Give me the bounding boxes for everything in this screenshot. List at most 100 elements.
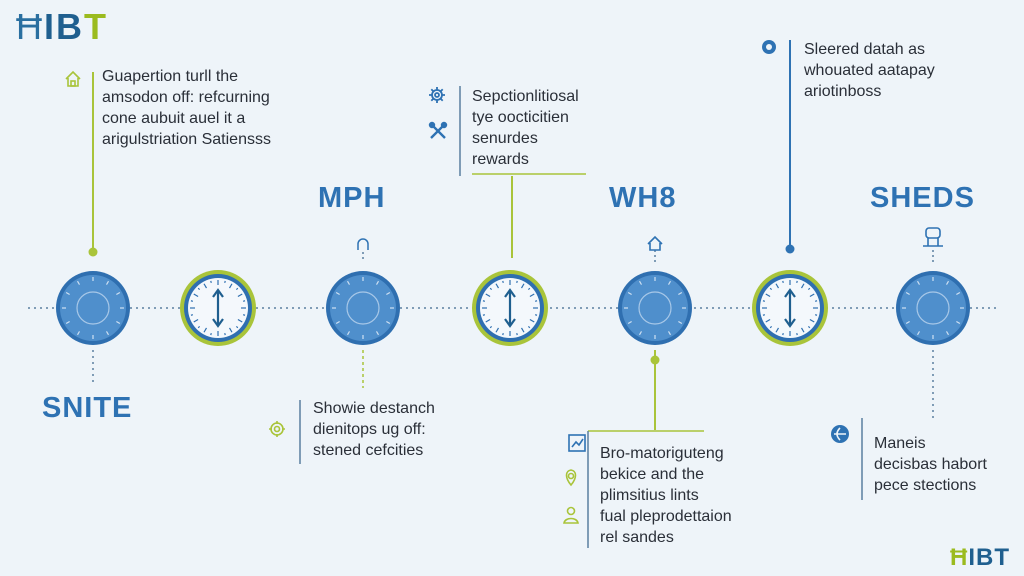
milestone-tick: [242, 314, 246, 316]
milestone-tick: [502, 280, 504, 284]
robot-icon: [923, 227, 943, 247]
milestone-tick: [516, 332, 518, 336]
connector-n3-dot: [785, 244, 795, 254]
milestone-tick: [796, 332, 798, 336]
brand-logo: ĦIBT: [16, 6, 108, 48]
gear-icon: [762, 40, 776, 54]
milestone-node: [896, 271, 970, 345]
milestone-tick: [485, 293, 491, 298]
milestone-tick: [800, 283, 805, 289]
milestone-tick: [529, 293, 535, 298]
milestone-tick: [762, 300, 766, 302]
milestone-tick: [375, 331, 380, 336]
milestone-arrow-down: [784, 318, 796, 328]
milestone-tick: [956, 291, 961, 296]
milestone-tick: [235, 325, 239, 329]
milestone-tick: [224, 280, 226, 284]
note-line: Bro-matoriguteng: [600, 445, 724, 462]
note-block-5: Bro-matoriguteng bekice and the plimsiti…: [600, 443, 732, 548]
milestone-tick: [809, 318, 815, 323]
milestone-tick: [193, 293, 199, 298]
note-line: Guapertion turll the: [102, 68, 239, 85]
milestone-tick: [489, 287, 493, 291]
note-line: tye oocticitien: [472, 109, 569, 126]
milestone-tick: [775, 283, 780, 289]
milestone-tick: [667, 280, 672, 285]
milestone-tick: [335, 320, 340, 325]
location-pin-icon: [565, 469, 577, 487]
milestone-inner-ring: [346, 291, 380, 325]
note-block-6: Maneis decisbas habort pece stections: [874, 433, 987, 496]
note-line: pece stections: [874, 477, 977, 494]
milestone-tick: [235, 287, 239, 291]
milestone-tick: [335, 291, 340, 296]
milestone-arrow-up: [784, 288, 796, 298]
milestone-tick: [765, 318, 771, 323]
milestone-tick: [76, 331, 81, 336]
milestone-node: [56, 271, 130, 345]
milestone-tick: [814, 314, 818, 316]
milestone-arrow-up: [504, 288, 516, 298]
globe-icon: [831, 425, 849, 443]
milestone-tick: [65, 291, 70, 296]
milestone-tick: [945, 331, 950, 336]
note-block-3: Sleered datah as whouated aatapay arioti…: [804, 39, 935, 102]
milestone-tick: [782, 280, 784, 284]
milestone-tick: [224, 332, 226, 336]
heading-mph: MPH: [318, 182, 386, 214]
milestone-tick: [769, 287, 773, 291]
note-line: dienitops ug off:: [313, 421, 426, 438]
heading-snite: SNITE: [42, 392, 133, 424]
milestone-tick: [678, 291, 683, 296]
milestone-tick: [916, 331, 921, 336]
note-line: Maneis: [874, 435, 926, 452]
milestone-tick: [782, 332, 784, 336]
footer-brand-prefix: Ħ: [949, 544, 969, 571]
milestone-node: [326, 271, 400, 345]
brand-prefix: Ħ: [16, 6, 44, 47]
milestone-arrow-down: [212, 318, 224, 328]
milestone-tick: [489, 325, 493, 329]
milestone-arrow-up: [212, 288, 224, 298]
milestone-node: [472, 270, 548, 346]
note-line: bekice and the: [600, 466, 705, 483]
milestone-tick: [203, 327, 208, 333]
gear-icon: [429, 87, 445, 103]
milestone-tick: [956, 320, 961, 325]
milestone-tick: [905, 320, 910, 325]
heading-sheds: SHEDS: [870, 182, 975, 214]
milestone-tick: [905, 291, 910, 296]
milestone-tick: [346, 280, 351, 285]
note-line: Sepctionlitiosal: [472, 88, 579, 105]
footer-brand-main: IBT: [968, 544, 1010, 571]
milestone-tick: [203, 283, 208, 289]
connector-n1-dot: [88, 247, 98, 257]
note-line: arigulstriation Satiensss: [102, 131, 271, 148]
milestone-tick: [76, 280, 81, 285]
milestone-tick: [796, 280, 798, 284]
heading-wh8: WH8: [609, 182, 677, 214]
milestone-tick: [386, 291, 391, 296]
milestone-tick: [197, 287, 201, 291]
milestone-tick: [485, 318, 491, 323]
milestone-tick: [529, 318, 535, 323]
gear-icon: [269, 421, 285, 437]
milestone-tick: [346, 331, 351, 336]
milestone-tick: [210, 280, 212, 284]
milestone-tick: [237, 293, 243, 298]
person-icon: [563, 506, 579, 524]
milestone-tick: [516, 280, 518, 284]
note-line: plimsitius lints: [600, 487, 699, 504]
note-line: Sleered datah as: [804, 41, 925, 58]
note-line: fual pleprodettaion: [600, 508, 732, 525]
milestone-tick: [65, 320, 70, 325]
note-line: rewards: [472, 151, 529, 168]
note-line: stened cefcities: [313, 442, 424, 459]
milestone-tick: [667, 331, 672, 336]
milestone-tick: [482, 314, 486, 316]
milestone-face: [622, 275, 688, 341]
milestone-tick: [945, 280, 950, 285]
milestone-tick: [502, 332, 504, 336]
note-line: amsodon off: refcurning: [102, 89, 270, 106]
milestone-tick: [527, 325, 531, 329]
